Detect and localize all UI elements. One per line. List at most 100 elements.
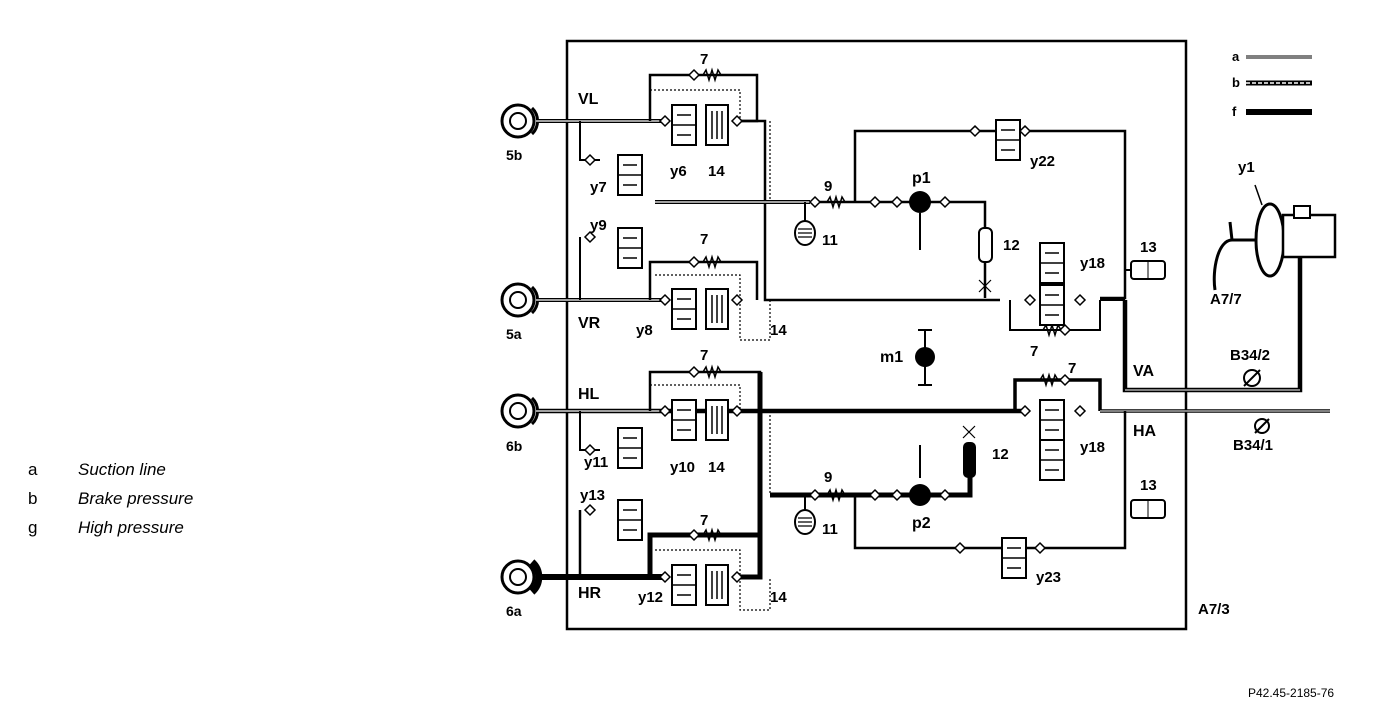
label-b34-2: B34/2 — [1230, 347, 1270, 364]
label-7: 7 — [700, 347, 708, 364]
label-7: 7 — [700, 51, 708, 68]
pump-motor — [909, 191, 935, 506]
label-m1: m1 — [880, 349, 903, 366]
label-5b: 5b — [506, 147, 522, 163]
front-return-dotted — [650, 89, 771, 341]
label-ha: HA — [1133, 423, 1157, 440]
label-12: 12 — [1003, 237, 1020, 254]
label-y1: y1 — [1238, 159, 1255, 176]
valve-14-hl — [705, 399, 729, 441]
label-9: 9 — [824, 469, 832, 486]
reservoirs — [1130, 260, 1166, 519]
label-hr: HR — [578, 585, 602, 602]
legend-row: a Suction line — [28, 455, 193, 484]
component-labels: 7 7 7 7 7 7 9 9 11 11 12 12 13 13 14 14 … — [580, 51, 1157, 606]
label-vr: VR — [578, 315, 601, 332]
pump-p1 — [909, 191, 931, 213]
inset-legend-b: b — [1232, 75, 1240, 90]
valve-y6 — [671, 104, 697, 146]
label-unit: A7/3 — [1198, 601, 1230, 618]
label-y13: y13 — [580, 487, 605, 504]
rear-return-dotted — [650, 384, 771, 611]
label-7: 7 — [700, 512, 708, 529]
valve-y18-rear-lower — [1039, 439, 1065, 481]
valve-y10 — [671, 399, 697, 441]
damper-chambers — [962, 227, 993, 478]
valve-y8 — [671, 288, 697, 330]
valve-y12 — [671, 564, 697, 606]
valve-y23 — [1001, 537, 1027, 579]
label-y22: y22 — [1030, 153, 1055, 170]
valve-y11 — [617, 427, 643, 469]
wheel-brake-5a — [500, 282, 539, 318]
label-14: 14 — [708, 163, 725, 180]
label-5a: 5a — [506, 326, 522, 342]
label-7: 7 — [700, 231, 708, 248]
label-b34-1: B34/1 — [1233, 437, 1273, 454]
rear-circuit-lines — [536, 213, 1330, 580]
label-vl: VL — [578, 91, 599, 108]
valve-14-vl — [705, 104, 729, 146]
label-14: 14 — [770, 589, 787, 606]
brake-booster — [1212, 184, 1337, 291]
legend-key: g — [28, 517, 38, 537]
label-p2: p2 — [912, 515, 931, 532]
label-6b: 6b — [506, 438, 522, 454]
label-y12: y12 — [638, 589, 663, 606]
wheel-brake-5b — [500, 103, 539, 139]
figure-reference: P42.45-2185-76 — [1248, 686, 1335, 700]
label-9: 9 — [824, 178, 832, 195]
valve-14-vr — [705, 288, 729, 330]
label-y6: y6 — [670, 163, 687, 180]
legend-key: a — [28, 459, 38, 479]
solenoid-valves — [617, 104, 1065, 606]
legend-key: b — [28, 488, 38, 508]
valve-y7 — [617, 154, 643, 196]
valve-14-hr — [705, 564, 729, 606]
valve-y13 — [617, 499, 643, 541]
label-a7-7: A7/7 — [1210, 291, 1242, 308]
label-y18: y18 — [1080, 439, 1105, 456]
label-13: 13 — [1140, 477, 1157, 494]
wheel-brake-6a — [500, 559, 543, 595]
label-7: 7 — [1030, 343, 1038, 360]
valve-y9 — [617, 227, 643, 269]
label-14: 14 — [770, 322, 787, 339]
legend-text: Suction line — [78, 459, 166, 479]
label-y18: y18 — [1080, 255, 1105, 272]
label-va: VA — [1133, 363, 1154, 380]
label-p1: p1 — [912, 170, 931, 187]
inset-legend-a: a — [1232, 49, 1240, 64]
inset-legend: a b f — [1232, 49, 1312, 119]
legend-text: High pressure — [78, 517, 184, 537]
inset-legend-f: f — [1232, 104, 1237, 119]
legend: a Suction line b Brake pressure g High p… — [28, 455, 193, 542]
label-y8: y8 — [636, 322, 653, 339]
label-y10: y10 — [670, 459, 695, 476]
label-y23: y23 — [1036, 569, 1061, 586]
label-y11: y11 — [584, 454, 608, 471]
label-11: 11 — [822, 521, 838, 538]
legend-text: Brake pressure — [78, 488, 194, 508]
valve-y18-front — [1039, 242, 1065, 284]
wheel-brake-6b — [500, 393, 539, 429]
label-12: 12 — [992, 446, 1009, 463]
label-y9: y9 — [590, 217, 607, 234]
legend-row: g High pressure — [28, 513, 193, 542]
pressure-sensors — [1243, 369, 1270, 434]
legend-row: b Brake pressure — [28, 484, 193, 513]
label-y7: y7 — [590, 179, 607, 196]
hydraulic-unit-housing — [565, 39, 1188, 631]
valve-y18-front-lower — [1039, 284, 1065, 326]
accumulators — [794, 202, 816, 535]
label-6a: 6a — [506, 603, 522, 619]
pump-p2 — [909, 484, 931, 506]
label-11: 11 — [822, 232, 838, 249]
front-circuit-lines — [536, 73, 1303, 393]
label-14: 14 — [708, 459, 725, 476]
valve-y18-rear — [1039, 399, 1065, 441]
label-13: 13 — [1140, 239, 1157, 256]
label-7: 7 — [1068, 360, 1076, 377]
valve-y22 — [995, 119, 1021, 161]
